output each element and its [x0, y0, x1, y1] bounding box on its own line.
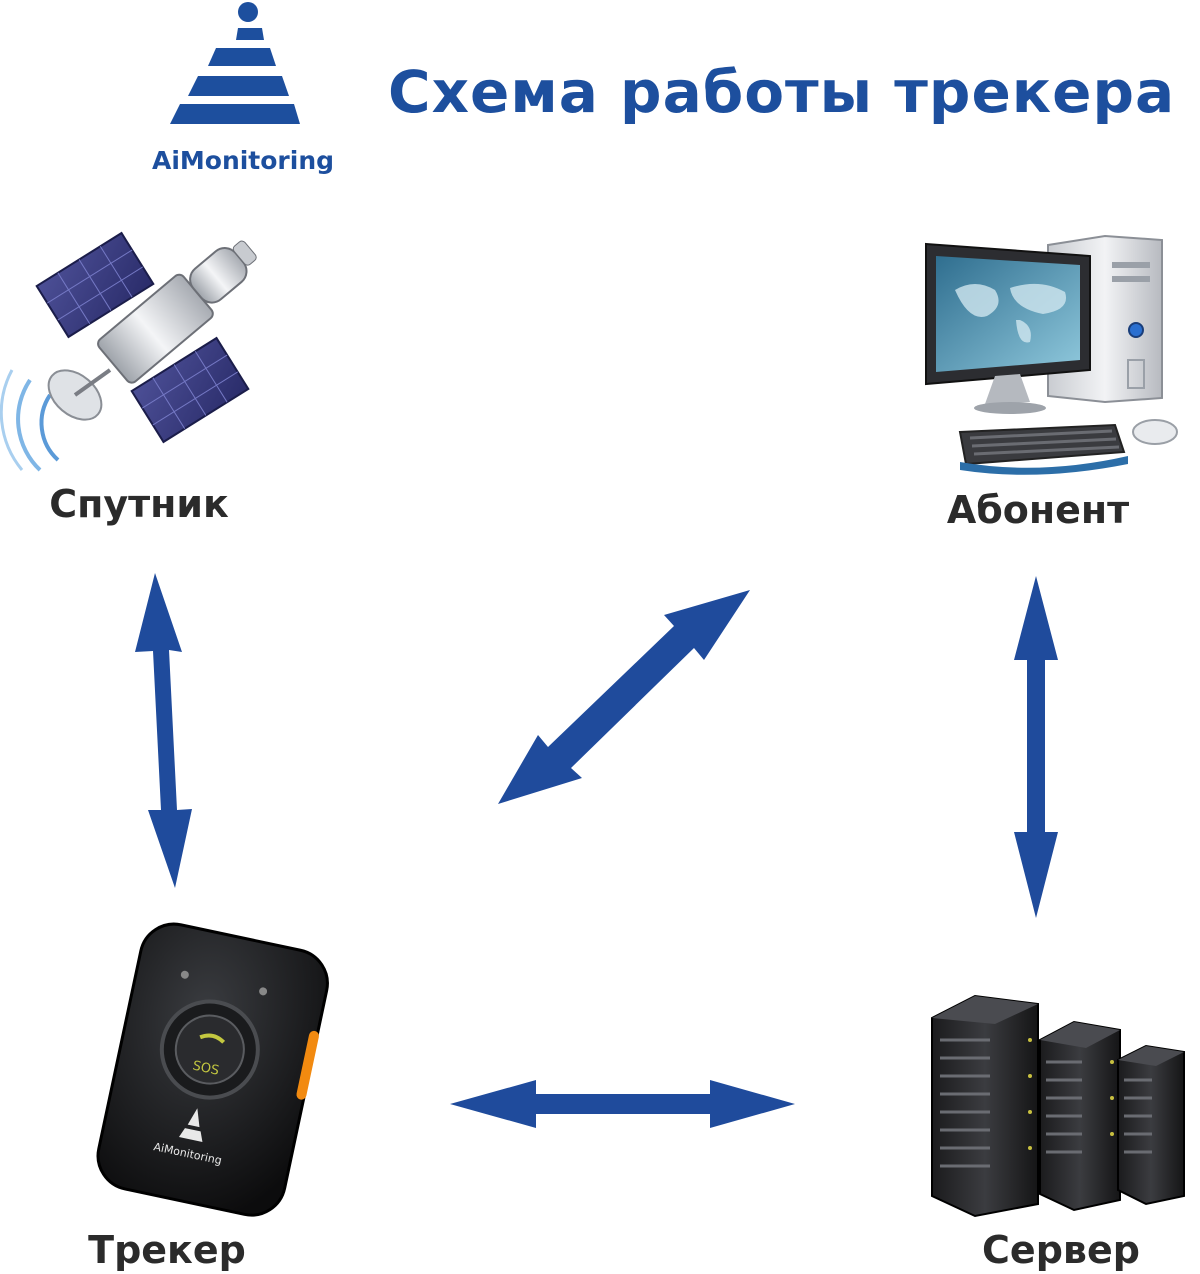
computer-icon [925, 234, 1178, 475]
node-label-tracker: Трекер [88, 1228, 246, 1272]
node-label-subscriber: Абонент [946, 488, 1130, 532]
node-label-satellite: Спутник [49, 482, 229, 526]
node-label-server: Сервер [982, 1228, 1140, 1272]
page-title: Схема работы трекера [388, 58, 1176, 126]
satellite-icon [0, 231, 257, 472]
arrow-diagonal [498, 590, 750, 804]
server-icon [931, 994, 1185, 1218]
arrow-tracker-server [450, 1080, 795, 1128]
tracker-sos-label: SOS [191, 1059, 220, 1079]
arrow-subscriber-server [1014, 576, 1058, 918]
brand-name: AiMonitoring [151, 146, 335, 175]
tracker-icon: SOS AiMonitoring [96, 922, 329, 1217]
logo-icon [170, 2, 300, 124]
arrow-satellite-tracker [135, 573, 192, 888]
